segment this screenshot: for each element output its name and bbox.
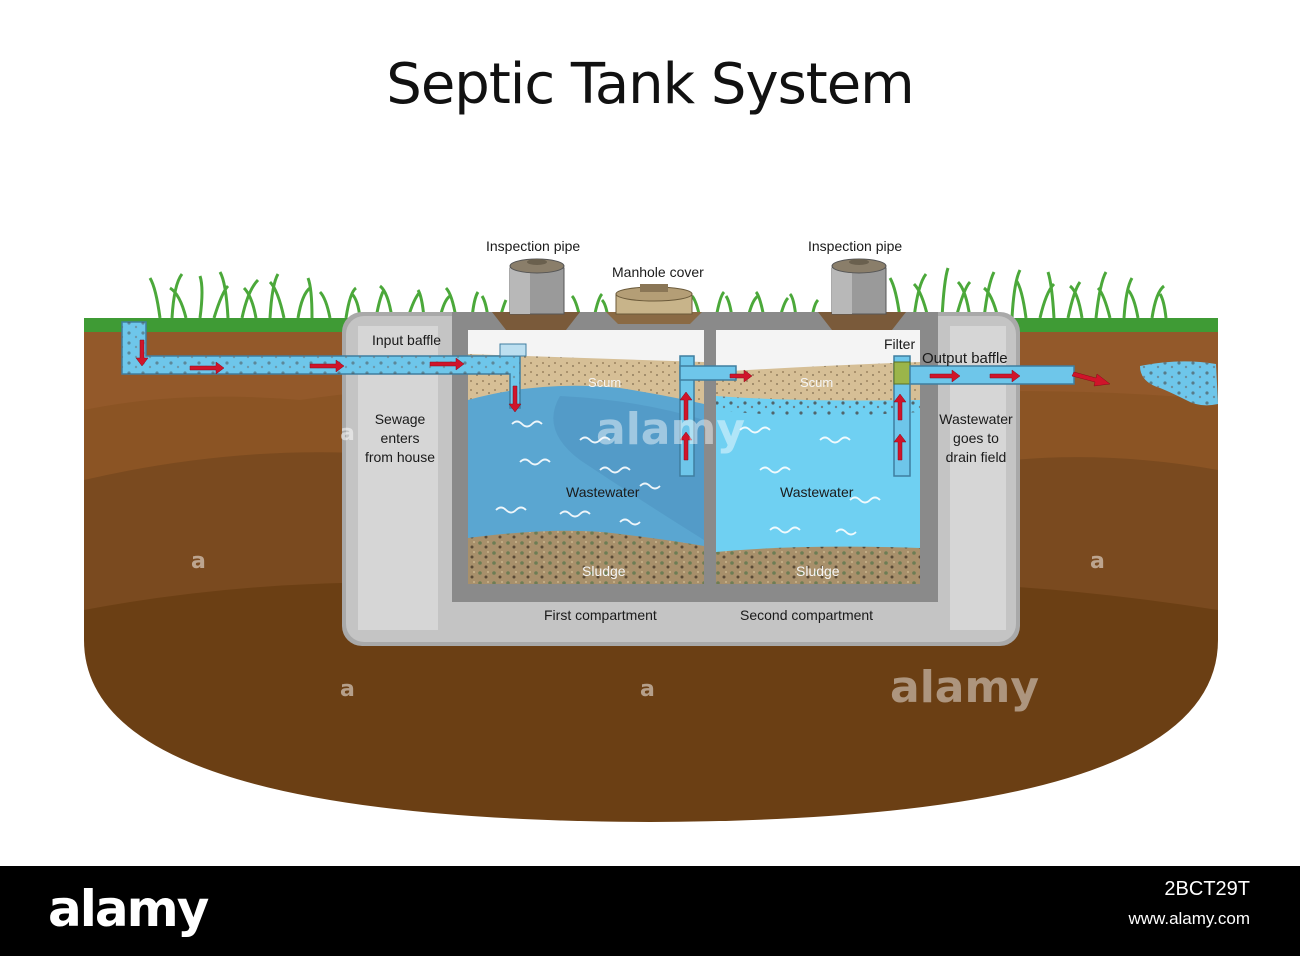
label-inspection-pipe-right: Inspection pipe: [808, 238, 903, 254]
label-inspection-pipe-left: Inspection pipe: [486, 238, 581, 254]
svg-text:a: a: [340, 677, 355, 702]
footer-bar: alamy 2BCT29T www.alamy.com: [0, 866, 1300, 956]
page-title: Septic Tank System: [386, 52, 914, 117]
label-sludge-1: Sludge: [582, 563, 626, 579]
label-second-compartment: Second compartment: [740, 607, 874, 623]
compartment-1-contents: [468, 354, 704, 584]
svg-text:a: a: [640, 677, 655, 702]
label-wastewater-goes: Wastewater goes to drain field: [926, 410, 1026, 467]
svg-text:a: a: [340, 421, 355, 446]
label-sewage-enters: Sewage enters from house: [350, 410, 450, 467]
label-output-baffle: Output baffle: [922, 350, 1008, 367]
label-wastewater-goes-line-3: drain field: [945, 449, 1007, 465]
label-sewage-line-2: enters: [380, 430, 420, 446]
label-wastewater-goes-line-2: goes to: [953, 430, 999, 446]
label-sewage-line-3: from house: [364, 449, 436, 465]
watermark-marks: a a a a a: [191, 421, 1105, 702]
drain-field: [1140, 361, 1218, 406]
inspection-pipe-right-shape: [818, 258, 906, 330]
label-manhole-cover: Manhole cover: [612, 264, 704, 280]
label-sewage-line-1: Sewage: [374, 411, 426, 427]
label-wastewater-1: Wastewater: [566, 484, 640, 500]
brand-logo: alamy: [48, 880, 209, 938]
label-scum-2: Scum: [800, 375, 834, 390]
site-url: www.alamy.com: [1128, 909, 1250, 928]
manhole-cover-shape: [606, 284, 702, 324]
label-sludge-2: Sludge: [796, 563, 840, 579]
label-scum-1: Scum: [588, 375, 622, 390]
flow-arrows: [135, 339, 1111, 461]
label-wastewater-goes-line-1: Wastewater: [939, 411, 1013, 427]
svg-text:a: a: [1090, 549, 1105, 574]
watermark-center: alamy: [596, 404, 745, 455]
label-filter: Filter: [884, 336, 916, 352]
image-reference: 2BCT29T www.alamy.com: [1128, 878, 1250, 929]
watermark-bottom: alamy: [890, 662, 1039, 713]
label-input-baffle: Input baffle: [372, 332, 442, 348]
image-code: 2BCT29T: [1164, 878, 1250, 900]
svg-text:a: a: [191, 549, 206, 574]
inspection-pipe-left-shape: [492, 258, 580, 330]
compartment-2-contents: [716, 362, 920, 584]
label-first-compartment: First compartment: [544, 607, 657, 623]
label-wastewater-2: Wastewater: [780, 484, 854, 500]
